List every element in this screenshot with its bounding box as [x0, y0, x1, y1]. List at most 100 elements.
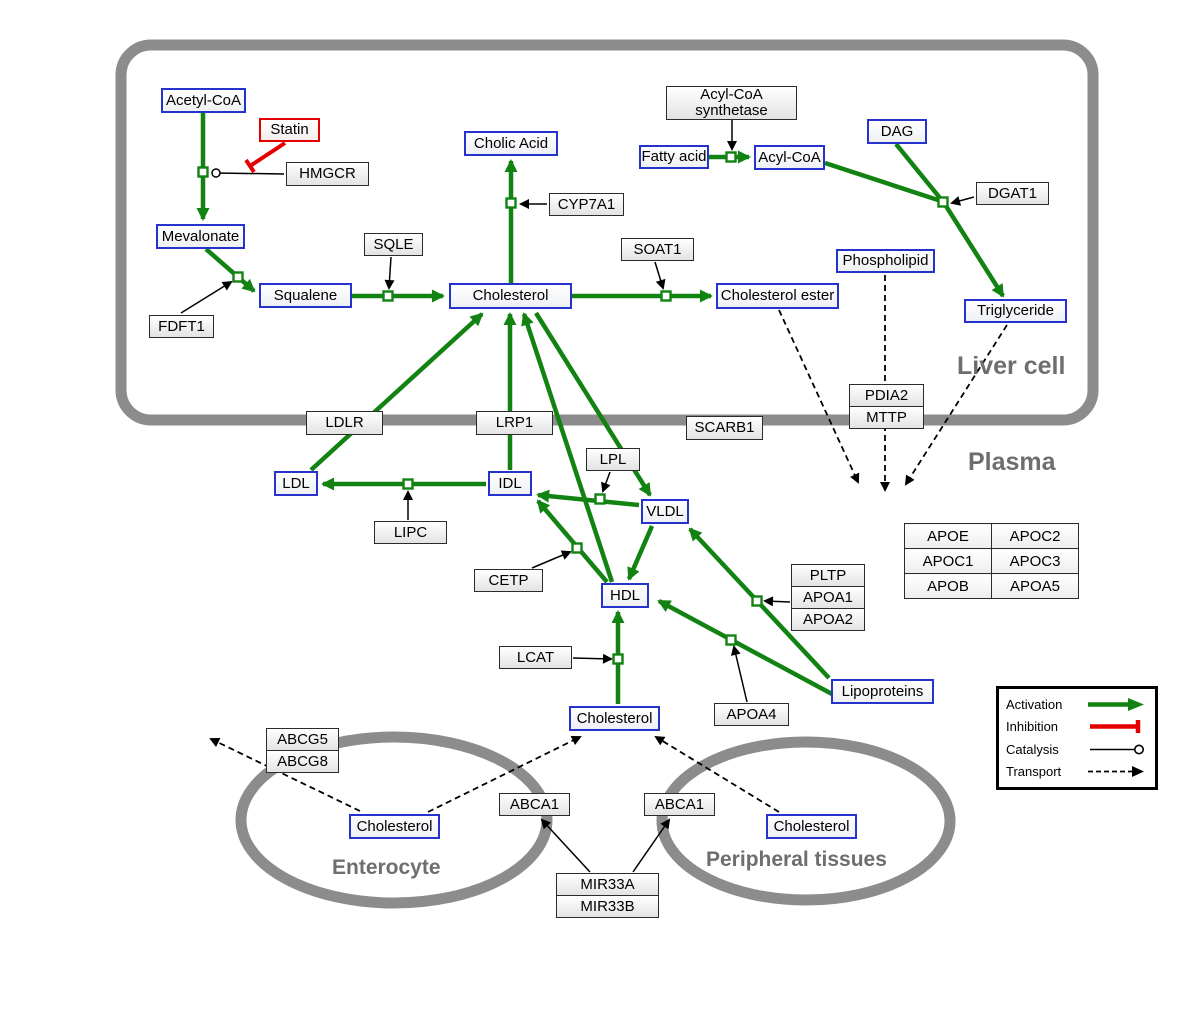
node-scarb1[interactable]: SCARB1	[686, 416, 763, 440]
node-vldl[interactable]: VLDL	[641, 499, 689, 524]
edge-acylcoa-dgat1node	[824, 160, 942, 204]
node-ldlr[interactable]: LDLR	[306, 411, 383, 435]
reaction-node-sqle	[382, 290, 394, 302]
catalysis-edges	[180, 120, 975, 873]
node-apoc3[interactable]: APOC3	[991, 548, 1079, 574]
node-lipc[interactable]: LIPC	[374, 521, 447, 544]
node-cholesterol-peripheral[interactable]: Cholesterol	[766, 814, 857, 839]
edge-triglyceride-transport	[904, 324, 1008, 486]
node-mir33a[interactable]: MIR33A	[556, 873, 659, 896]
node-pdia2[interactable]: PDIA2	[849, 384, 924, 407]
node-apoe[interactable]: APOE	[904, 523, 992, 549]
node-fdft1[interactable]: FDFT1	[149, 315, 214, 338]
edge-mir33-abca1-right	[632, 818, 671, 873]
node-mttp[interactable]: MTTP	[849, 406, 924, 429]
node-abcg5[interactable]: ABCG5	[266, 728, 339, 751]
reaction-node-lcat	[612, 653, 624, 665]
node-apob[interactable]: APOB	[904, 573, 992, 599]
node-cetp[interactable]: CETP	[474, 569, 543, 592]
reaction-node-pltp-apoa	[751, 595, 763, 607]
node-mevalonate[interactable]: Mevalonate	[156, 224, 245, 249]
node-lipoproteins[interactable]: Lipoproteins	[831, 679, 934, 704]
node-hdl[interactable]: HDL	[601, 583, 649, 608]
reaction-node-lipc	[402, 478, 414, 490]
node-acyl-coa-synthetase[interactable]: Acyl-CoA synthetase	[666, 86, 797, 120]
node-triglyceride[interactable]: Triglyceride	[964, 299, 1067, 323]
reaction-node-hmgcr	[197, 166, 209, 178]
edge-vldl-idl	[536, 489, 640, 508]
node-apoa4[interactable]: APOA4	[714, 703, 789, 726]
legend-row-activation: Activation	[1006, 693, 1148, 715]
reaction-node-apoa4	[725, 634, 737, 646]
edge-ldl-cholesterol-ldlr	[309, 312, 484, 472]
legend-activation-label: Activation	[1006, 696, 1063, 712]
node-sqle[interactable]: SQLE	[364, 233, 423, 256]
legend-row-transport: Transport	[1006, 761, 1148, 783]
node-phospholipid[interactable]: Phospholipid	[836, 249, 935, 273]
inhibition-edges	[244, 141, 287, 174]
edge-dgat1node-triglyceride	[944, 204, 1005, 298]
edge-lcat-catalysis	[572, 653, 613, 664]
node-hmgcr[interactable]: HMGCR	[286, 162, 369, 186]
node-mir33b[interactable]: MIR33B	[556, 895, 659, 918]
apolipoprotein-table: APOE APOC2 APOC1 APOC3 APOB APOA5	[904, 523, 1079, 599]
node-cholesterol-ester[interactable]: Cholesterol ester	[716, 283, 839, 309]
liver-cell-membrane	[115, 39, 1099, 426]
node-apoa5[interactable]: APOA5	[991, 573, 1079, 599]
edge-lpl-catalysis	[601, 471, 611, 493]
edge-sqle-catalysis	[384, 256, 395, 290]
legend-row-inhibition: Inhibition	[1006, 716, 1148, 738]
plasma-label: Plasma	[968, 448, 1056, 476]
node-fatty-acid[interactable]: Fatty acid	[639, 145, 709, 169]
legend: Activation Inhibition Catalysis Transpor…	[996, 686, 1158, 790]
table-row: APOC1 APOC3	[904, 548, 1079, 574]
catalysis-circle-icon	[1090, 744, 1144, 755]
legend-catalysis-label: Catalysis	[1006, 741, 1059, 757]
node-dgat1[interactable]: DGAT1	[976, 182, 1049, 205]
transport-dashed-arrow-icon	[1088, 766, 1144, 778]
edge-abcg58-cholesterol-excretion	[209, 737, 361, 812]
node-lcat[interactable]: LCAT	[499, 646, 572, 669]
node-apoc1[interactable]: APOC1	[904, 548, 992, 574]
node-acyl-coa[interactable]: Acyl-CoA	[754, 145, 825, 170]
edge-apoa4-catalysis	[730, 645, 748, 703]
edge-lipoproteins-hdl	[657, 599, 834, 696]
node-lpl[interactable]: LPL	[586, 448, 640, 471]
reaction-node-lpl	[594, 493, 606, 505]
node-cholesterol-liver[interactable]: Cholesterol	[449, 283, 572, 309]
node-apoa1[interactable]: APOA1	[791, 586, 865, 609]
node-statin[interactable]: Statin	[259, 118, 320, 142]
node-squalene[interactable]: Squalene	[259, 283, 352, 308]
node-soat1[interactable]: SOAT1	[621, 238, 694, 261]
node-pltp[interactable]: PLTP	[791, 564, 865, 587]
node-abca1-enterocyte[interactable]: ABCA1	[499, 793, 570, 816]
edge-cetp-catalysis	[531, 550, 572, 569]
legend-transport-label: Transport	[1006, 764, 1062, 780]
node-apoa2[interactable]: APOA2	[791, 608, 865, 631]
node-idl[interactable]: IDL	[488, 471, 532, 496]
edge-statin-inhibition	[248, 141, 287, 168]
node-abca1-peripheral[interactable]: ABCA1	[644, 793, 715, 816]
peripheral-tissues-label: Peripheral tissues	[706, 848, 887, 871]
node-acetyl-coa[interactable]: Acetyl-CoA	[161, 88, 246, 113]
node-cholic-acid[interactable]: Cholic Acid	[464, 131, 558, 156]
node-lrp1[interactable]: LRP1	[476, 411, 553, 435]
node-abcg8[interactable]: ABCG8	[266, 750, 339, 773]
edge-pltp-apoa-catalysis	[763, 596, 791, 607]
node-cyp7a1[interactable]: CYP7A1	[549, 193, 624, 216]
edge-peripheral-cholesterol-efflux	[654, 735, 780, 813]
node-apoc2[interactable]: APOC2	[991, 523, 1079, 549]
node-cholesterol-enterocyte[interactable]: Cholesterol	[349, 814, 440, 839]
reaction-node-cyp7a1	[505, 197, 517, 209]
edge-vldl-hdl	[626, 525, 655, 581]
liver-cell-label: Liver cell	[957, 352, 1066, 380]
node-dag[interactable]: DAG	[867, 119, 927, 144]
edge-hdl-cholesterol	[521, 312, 615, 583]
node-ldl[interactable]: LDL	[274, 471, 318, 496]
node-cholesterol-plasma[interactable]: Cholesterol	[569, 706, 660, 731]
transport-edges	[209, 275, 1008, 813]
reaction-nodes	[197, 151, 949, 665]
edge-dgat1-catalysis	[950, 196, 975, 206]
edge-mir33-abca1-left	[540, 818, 591, 873]
